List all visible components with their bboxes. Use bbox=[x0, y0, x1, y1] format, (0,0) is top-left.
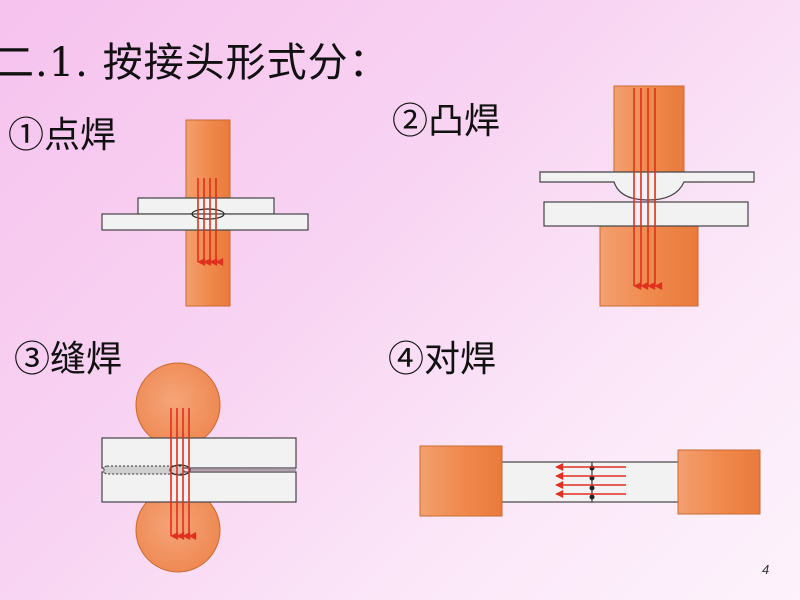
label-seam-welding: ③缝焊 bbox=[14, 339, 123, 380]
current-lines bbox=[197, 178, 224, 266]
lower-electrode bbox=[599, 225, 699, 307]
label-spot-welding: ①点焊 bbox=[8, 115, 117, 156]
right-workpiece bbox=[591, 461, 681, 503]
top-sheet bbox=[137, 197, 275, 215]
butt-welding-diagram bbox=[419, 445, 761, 517]
lower-electrode bbox=[185, 229, 231, 307]
bottom-sheet bbox=[101, 213, 309, 231]
weld-nugget bbox=[191, 208, 225, 220]
slide-title: 二.1. 按接头形式分： bbox=[0, 40, 390, 86]
current-lines bbox=[555, 463, 626, 498]
left-clamp-electrode bbox=[419, 445, 503, 517]
top-sheet bbox=[101, 437, 297, 469]
weld-nugget bbox=[169, 464, 191, 476]
label-butt-welding: ④对焊 bbox=[388, 339, 497, 380]
current-lines bbox=[170, 408, 197, 540]
left-workpiece bbox=[499, 461, 593, 503]
right-clamp-electrode bbox=[677, 449, 761, 515]
seam-welding-diagram bbox=[101, 362, 297, 573]
bottom-sheet bbox=[543, 201, 749, 227]
label-projection-welding: ②凸焊 bbox=[392, 101, 501, 142]
upper-electrode bbox=[185, 119, 231, 199]
current-lines bbox=[633, 88, 663, 290]
upper-roller-electrode bbox=[135, 362, 221, 448]
page-number: 4 bbox=[762, 562, 770, 577]
top-sheet-with-projection bbox=[539, 171, 755, 201]
upper-electrode bbox=[613, 85, 685, 183]
projection-welding-diagram bbox=[539, 85, 755, 307]
seam-weld-bead bbox=[103, 465, 185, 475]
spot-welding-diagram bbox=[101, 119, 309, 307]
bottom-sheet bbox=[101, 471, 297, 503]
